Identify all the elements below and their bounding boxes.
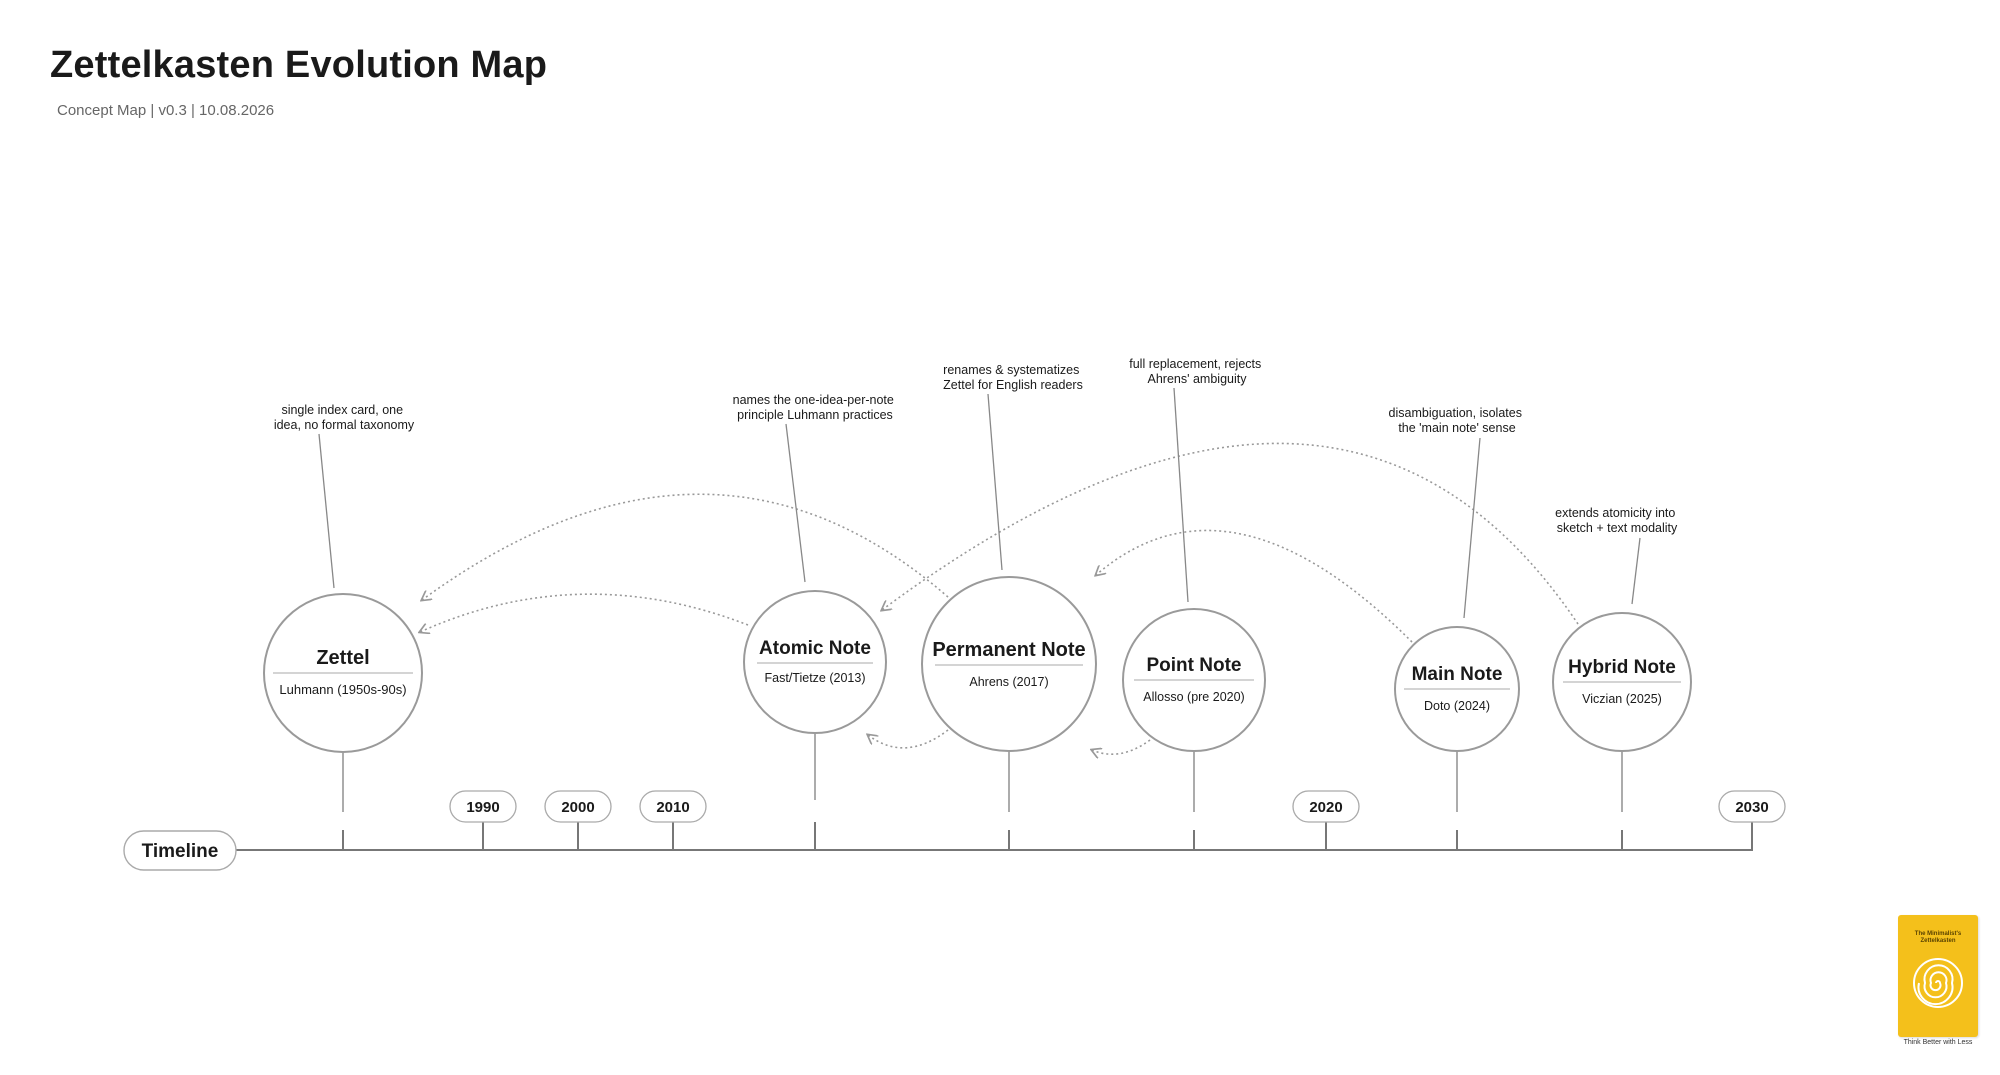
timeline-label: Timeline bbox=[123, 830, 237, 871]
leader-zettel bbox=[318, 433, 335, 589]
relation-point-to-permanent bbox=[1092, 739, 1151, 754]
book-cover: The Minimalist's Zettelkasten bbox=[1898, 915, 1978, 1037]
page-subtitle: Concept Map | v0.3 | 10.08.2026 bbox=[57, 102, 275, 119]
node-atomic[interactable]: Atomic Note Fast/Tietze (2013) bbox=[743, 590, 887, 734]
node-title: Zettel bbox=[316, 647, 369, 669]
svg-text:2000: 2000 bbox=[561, 799, 594, 816]
node-hybrid[interactable]: Hybrid Note Viczian (2025) bbox=[1552, 612, 1692, 752]
node-subtitle: Allosso (pre 2020) bbox=[1143, 690, 1244, 704]
node-title: Main Note bbox=[1412, 664, 1503, 685]
leader-main bbox=[1463, 437, 1481, 619]
spiral-icon bbox=[1913, 958, 1963, 1008]
annotation-point: full replacement, rejects Ahrens' ambigu… bbox=[1129, 357, 1265, 386]
svg-text:2020: 2020 bbox=[1309, 799, 1342, 816]
relation-atomic-to-zettel bbox=[420, 593, 749, 632]
page-title: Zettelkasten Evolution Map bbox=[50, 44, 548, 86]
svg-text:1990: 1990 bbox=[466, 799, 499, 816]
annotation-atomic: names the one-idea-per-note principle Lu… bbox=[733, 393, 898, 422]
node-subtitle: Viczian (2025) bbox=[1582, 692, 1662, 706]
node-title: Point Note bbox=[1147, 655, 1242, 676]
annotation-zettel: single index card, one idea, no formal t… bbox=[274, 403, 415, 432]
brand-tagline: Think Better with Less bbox=[1903, 1039, 1973, 1046]
node-subtitle: Fast/Tietze (2013) bbox=[765, 671, 866, 685]
leader-atomic bbox=[785, 423, 806, 583]
svg-text:Timeline: Timeline bbox=[142, 841, 219, 862]
brand-logo: The Minimalist's Zettelkasten Think Bett… bbox=[1898, 915, 1978, 1046]
node-subtitle: Luhmann (1950s-90s) bbox=[279, 682, 406, 697]
node-subtitle: Ahrens (2017) bbox=[969, 675, 1048, 689]
relation-permanent-to-atomic bbox=[868, 729, 949, 749]
node-permanent[interactable]: Permanent Note Ahrens (2017) bbox=[921, 576, 1097, 752]
node-zettel[interactable]: Zettel Luhmann (1950s-90s) bbox=[263, 593, 423, 753]
node-title: Atomic Note bbox=[759, 638, 871, 659]
svg-text:2010: 2010 bbox=[656, 799, 689, 816]
year-pill-1990: 1990 bbox=[449, 790, 517, 823]
node-point[interactable]: Point Note Allosso (pre 2020) bbox=[1122, 608, 1266, 752]
book-title: The Minimalist's Zettelkasten bbox=[1914, 931, 1962, 944]
leader-hybrid bbox=[1631, 537, 1641, 605]
node-subtitle: Doto (2024) bbox=[1424, 699, 1490, 713]
node-main[interactable]: Main Note Doto (2024) bbox=[1394, 626, 1520, 752]
year-pill-2010: 2010 bbox=[639, 790, 707, 823]
year-pill-2000: 2000 bbox=[544, 790, 612, 823]
relation-main-to-permanent bbox=[1096, 529, 1413, 643]
year-pill-2030: 2030 bbox=[1718, 790, 1786, 823]
leader-point bbox=[1173, 387, 1189, 603]
relation-permanent-to-zettel bbox=[422, 493, 949, 600]
annotation-permanent: renames & systematizes Zettel for Englis… bbox=[943, 363, 1083, 392]
annotation-hybrid: extends atomicity into sketch + text mod… bbox=[1555, 506, 1679, 535]
year-pill-2020: 2020 bbox=[1292, 790, 1360, 823]
node-title: Hybrid Note bbox=[1568, 657, 1676, 678]
node-title: Permanent Note bbox=[932, 639, 1085, 661]
svg-text:2030: 2030 bbox=[1735, 799, 1768, 816]
leader-permanent bbox=[987, 393, 1003, 571]
annotation-main: disambiguation, isolates the 'main note'… bbox=[1389, 406, 1526, 435]
